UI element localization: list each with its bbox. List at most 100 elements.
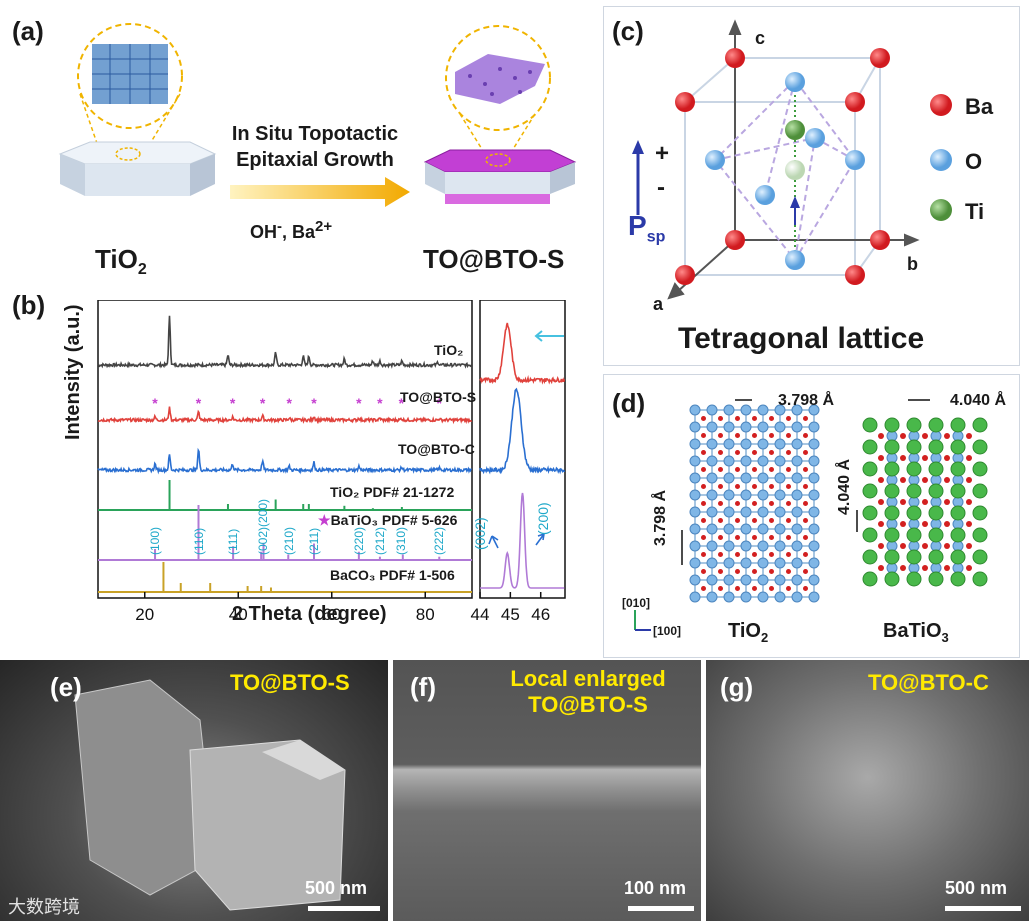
tio2-atom xyxy=(808,523,820,535)
tio2-atom xyxy=(689,523,701,535)
ba-atom xyxy=(972,461,988,477)
oxygen-atom xyxy=(922,521,928,527)
oxygen-atom xyxy=(718,484,723,489)
oxygen-atom xyxy=(900,477,906,483)
panel-f-scale-bar xyxy=(628,906,694,911)
oxygen-atom xyxy=(803,552,808,557)
hkl-label: (210) xyxy=(282,526,297,555)
reaction-arrow-icon xyxy=(230,177,410,207)
ba-atom xyxy=(862,417,878,433)
oxygen-atom xyxy=(878,521,884,527)
oxygen-atom xyxy=(735,552,740,557)
tio2-atom xyxy=(723,591,735,603)
panel-g-scale-bar xyxy=(945,906,1021,911)
arrow-text-line1: In Situ Topotactic xyxy=(231,123,399,145)
oxygen-atom xyxy=(878,543,884,549)
bto-projection-label: BaTiO3 xyxy=(883,620,949,645)
ba-atom xyxy=(928,571,944,587)
inset-arrow-right-icon xyxy=(535,533,545,546)
ba-atom xyxy=(906,439,922,455)
oxygen-atom xyxy=(786,433,791,438)
oxygen-atom xyxy=(803,416,808,421)
oxygen-atom xyxy=(803,433,808,438)
oxygen-atom xyxy=(944,499,950,505)
tio2-atom xyxy=(774,557,786,569)
tio2-projection-text: TiO xyxy=(728,620,761,642)
inset-x-tick-label: 44 xyxy=(471,605,490,624)
inset-trace-0 xyxy=(479,322,566,385)
tio2-atom xyxy=(723,557,735,569)
panel-e-letter: (e) xyxy=(50,672,82,702)
label-tio2-pdf: TiO₂ PDF# 21-1272 xyxy=(330,484,455,500)
ba-atom xyxy=(906,483,922,499)
bto-star-marker: * xyxy=(260,395,266,411)
tio2-atom xyxy=(689,506,701,518)
oxygen-atom xyxy=(803,518,808,523)
inset-hkl-label: (200) xyxy=(535,502,551,535)
tio2-atom xyxy=(706,404,718,416)
panel-c-box xyxy=(603,6,1020,366)
tio2-atom xyxy=(723,421,735,433)
tio2-atom xyxy=(808,540,820,552)
tio2-atom xyxy=(740,438,752,450)
oxygen-atom xyxy=(900,521,906,527)
oxygen-atom xyxy=(718,535,723,540)
arrow-text: In Situ Topotactic Epitaxial Growth xyxy=(210,121,420,173)
oxygen-atom xyxy=(769,552,774,557)
oxygen-atom xyxy=(878,565,884,571)
hkl-label: (222) xyxy=(432,526,447,555)
oxygen-atom xyxy=(752,433,757,438)
oxygen-atom xyxy=(944,455,950,461)
ba-atom xyxy=(884,461,900,477)
tio2-atom xyxy=(757,591,769,603)
tio2-atom xyxy=(723,523,735,535)
ba-atom xyxy=(862,571,878,587)
tio2-atom xyxy=(757,540,769,552)
tio2-atom xyxy=(706,540,718,552)
tio2-atom xyxy=(757,438,769,450)
panel-f-label-line2: TO@BTO-S xyxy=(528,692,648,717)
lattice-projections xyxy=(634,399,988,631)
tio2-atom xyxy=(808,421,820,433)
oxygen-atom xyxy=(900,455,906,461)
tio2-label: TiO2 xyxy=(95,244,147,279)
panel-g-label: TO@BTO-C xyxy=(868,670,989,695)
tio2-atom xyxy=(689,489,701,501)
panel-f-letter: (f) xyxy=(410,672,436,702)
tio2-atom xyxy=(706,574,718,586)
tio2-atom xyxy=(723,506,735,518)
oxygen-atom xyxy=(701,433,706,438)
ba-atom xyxy=(928,483,944,499)
tio2-atom xyxy=(740,421,752,433)
tio2-atom xyxy=(808,506,820,518)
tio2-atom xyxy=(757,557,769,569)
oxygen-atom xyxy=(786,467,791,472)
reagent-ba: , Ba xyxy=(282,222,316,242)
ba-atom xyxy=(972,439,988,455)
oxygen-atom xyxy=(701,552,706,557)
tio2-atom xyxy=(723,540,735,552)
oxygen-atom xyxy=(786,535,791,540)
tio2-atom xyxy=(723,438,735,450)
oxygen-atom xyxy=(786,501,791,506)
oxygen-atom xyxy=(752,569,757,574)
oxygen-atom xyxy=(718,433,723,438)
oxygen-atom xyxy=(966,521,972,527)
tio2-atom xyxy=(740,523,752,535)
tio2-atom xyxy=(791,455,803,467)
lattice-title: Tetragonal lattice xyxy=(678,322,925,355)
oxygen-atom xyxy=(878,433,884,439)
panel-f-label-line1: Local enlarged xyxy=(510,666,666,691)
ba-atom xyxy=(862,505,878,521)
legend-ti: Ti xyxy=(965,199,985,224)
hkl-label: (100) xyxy=(148,526,163,555)
oxygen-atom xyxy=(752,467,757,472)
hkl-label: (310) xyxy=(394,526,409,555)
oxygen-atom xyxy=(803,467,808,472)
oxygen-atom xyxy=(752,586,757,591)
tio2-atom xyxy=(740,574,752,586)
oxygen-atom xyxy=(769,569,774,574)
tio2-atom xyxy=(774,506,786,518)
oxygen-atom xyxy=(735,467,740,472)
oxygen-atom xyxy=(735,416,740,421)
